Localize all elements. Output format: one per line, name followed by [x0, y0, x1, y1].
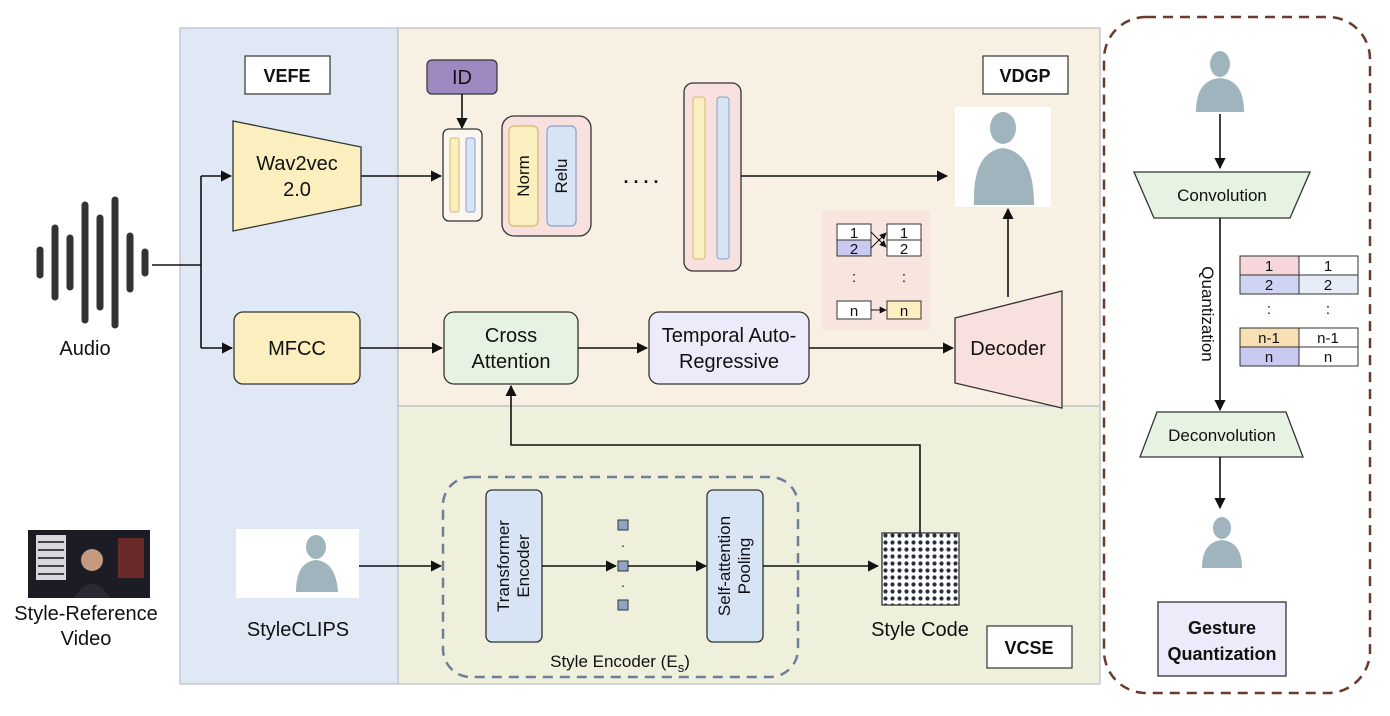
- ar-table-cell-1b: 1: [900, 225, 908, 242]
- style-video-label-1: Style-Reference: [14, 603, 157, 625]
- mfcc-label: MFCC: [268, 338, 326, 360]
- svg-text:·: ·: [621, 577, 626, 593]
- vefe-label: VEFE: [263, 66, 310, 86]
- style-reference-video-thumbnail: [28, 530, 150, 598]
- ar-table-cell-na: n: [850, 303, 858, 320]
- codebook-row-5b: [1298, 346, 1359, 367]
- codebook-table: 1 1 2 2 : : n-1 n-1 n n: [1239, 255, 1359, 367]
- convolution-block: [1133, 171, 1311, 219]
- temporal-label-1: Temporal Auto-: [662, 325, 797, 347]
- codebook-cell-1b: 1: [1324, 258, 1332, 275]
- style-encoder-label: Style Encoder (Es): [550, 652, 690, 675]
- cross-attention-label-2: Attention: [472, 351, 551, 373]
- vcse-label: VCSE: [1004, 638, 1053, 658]
- codebook-cell-5a: n: [1265, 349, 1273, 366]
- norm-label: Norm: [514, 155, 533, 197]
- output-avatar-icon: [973, 112, 1034, 205]
- id-label: ID: [452, 67, 472, 89]
- wav2vec-label-2: 2.0: [283, 179, 311, 201]
- codebook-cell-2b: 2: [1324, 277, 1332, 294]
- output-gesture-avatar-icon: [1202, 517, 1242, 568]
- codebook-cell-3b: :: [1326, 301, 1330, 318]
- gesture-quantization-label-1: Gesture: [1188, 618, 1256, 638]
- codebook-cell-5b: n: [1324, 349, 1332, 366]
- cross-attention-label-1: Cross: [485, 325, 537, 347]
- codebook-row-2b: [1298, 274, 1359, 295]
- input-gesture-avatar-icon: [1196, 51, 1244, 112]
- transformer-label-1: Transformer: [494, 520, 513, 612]
- ar-table-cell-2b: 2: [900, 241, 908, 258]
- codebook-cell-1a: 1: [1265, 258, 1273, 275]
- temporal-label-2: Regressive: [679, 351, 779, 373]
- style-encoder-container: [441, 475, 800, 679]
- quantization-label: Quantization: [1198, 266, 1217, 361]
- codebook-cell-4a: n-1: [1258, 330, 1280, 347]
- transformer-label-2: Encoder: [514, 534, 533, 598]
- layers-ellipsis: . . . .: [623, 167, 658, 187]
- decoder-block: [954, 290, 1063, 409]
- relu-block: [546, 125, 577, 227]
- audio-label: Audio: [59, 338, 110, 360]
- audio-waveform-icon: [36, 196, 149, 329]
- codebook-cell-4b: n-1: [1317, 330, 1339, 347]
- selfatt-label-2: Pooling: [735, 538, 754, 595]
- style-code-grid: [881, 532, 960, 606]
- style-code-label: Style Code: [871, 619, 969, 641]
- cross-attention-block: [443, 311, 579, 385]
- style-video-label-2: Video: [61, 628, 112, 650]
- ar-table-cell-1a: 1: [850, 225, 858, 242]
- decoder-label: Decoder: [970, 338, 1046, 360]
- deconvolution-block: [1139, 411, 1304, 458]
- ar-table-dots-a: :: [852, 269, 856, 286]
- norm-block: [508, 125, 539, 227]
- gesture-quantization-container: [1102, 15, 1372, 695]
- feature-stack-block: [442, 128, 483, 222]
- ar-table-dots-b: :: [902, 269, 906, 286]
- wav2vec-block: [232, 120, 362, 232]
- codebook-cell-2a: 2: [1265, 277, 1273, 294]
- ar-table-cell-2a: 2: [850, 241, 858, 258]
- convolution-label: Convolution: [1177, 186, 1267, 205]
- gesture-quantization-label-2: Quantization: [1168, 644, 1277, 664]
- temporal-autoregressive-block: [648, 311, 810, 385]
- vdgp-label: VDGP: [999, 66, 1050, 86]
- wav2vec-label-1: Wav2vec: [256, 153, 338, 175]
- styleclips-label: StyleCLIPS: [247, 619, 349, 641]
- svg-text:·: ·: [621, 537, 626, 553]
- styleclips-avatar-icon: [296, 535, 338, 592]
- relu-label: Relu: [552, 159, 571, 194]
- ar-table-cell-nb: n: [900, 303, 908, 320]
- selfatt-label-1: Self-attention: [715, 516, 734, 616]
- codebook-cell-3a: :: [1267, 301, 1271, 318]
- deconvolution-label: Deconvolution: [1168, 426, 1276, 445]
